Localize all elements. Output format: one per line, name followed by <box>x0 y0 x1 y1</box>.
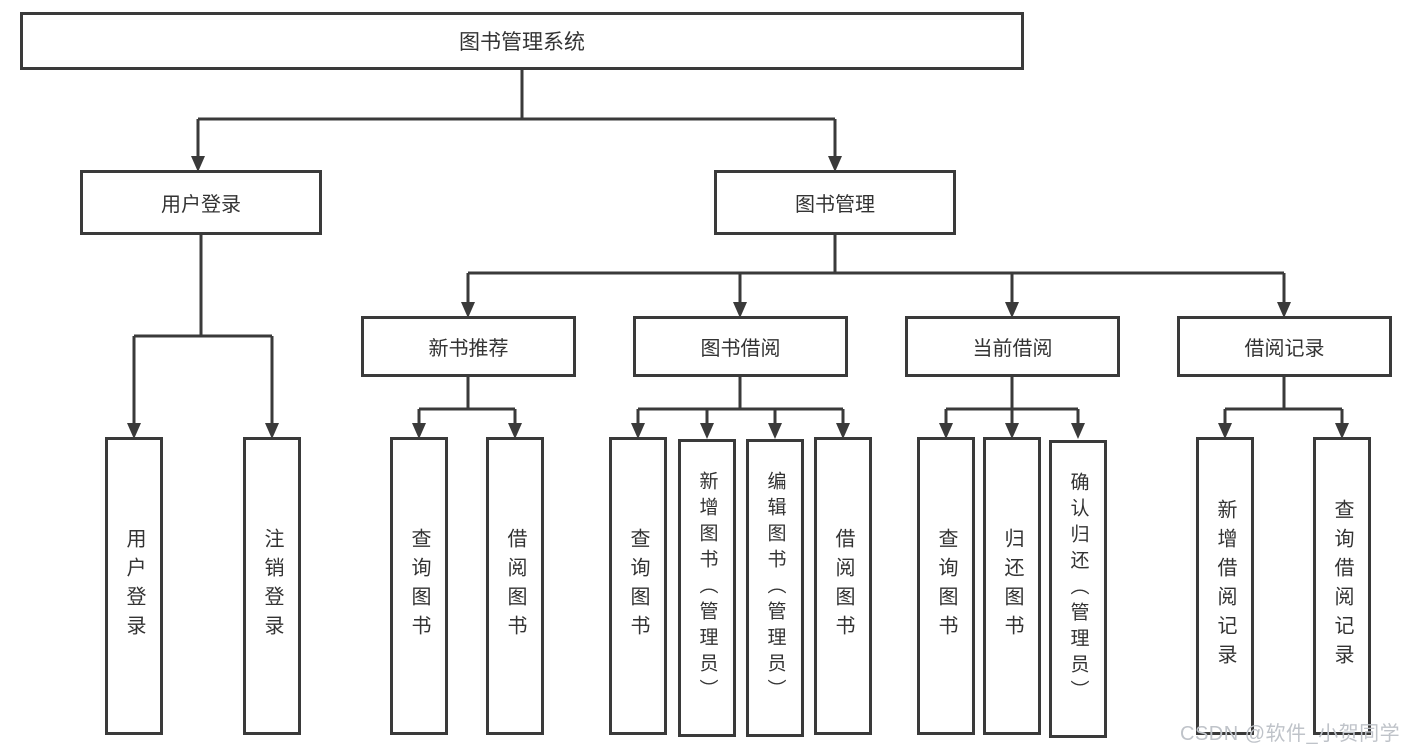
leaf-query-books-borrow: 查询图书 <box>609 437 667 735</box>
csdn-watermark: CSDN @软件_小贺同学 <box>1180 723 1401 745</box>
leaf-query-books-recommend: 查询图书 <box>390 437 448 735</box>
leaf-borrow-books-recommend: 借阅图书 <box>486 437 544 735</box>
leaf-add-books-admin: 新增图书（管理员） <box>678 439 736 737</box>
node-book-borrow: 图书借阅 <box>633 316 848 377</box>
node-user-login: 用户登录 <box>80 170 322 235</box>
leaf-edit-books-admin: 编辑图书（管理员） <box>746 439 804 737</box>
node-new-book-recommend: 新书推荐 <box>361 316 576 377</box>
node-borrow-records: 借阅记录 <box>1177 316 1392 377</box>
leaf-query-books-current: 查询图书 <box>917 437 975 735</box>
node-library-management-system: 图书管理系统 <box>20 12 1024 70</box>
leaf-logout: 注销登录 <box>243 437 301 735</box>
leaf-confirm-return-admin: 确认归还（管理员） <box>1049 440 1107 738</box>
leaf-query-borrow-record: 查询借阅记录 <box>1313 437 1371 735</box>
node-current-borrow: 当前借阅 <box>905 316 1120 377</box>
leaf-return-books: 归还图书 <box>983 437 1041 735</box>
leaf-user-login: 用户登录 <box>105 437 163 735</box>
node-book-management: 图书管理 <box>714 170 956 235</box>
leaf-add-borrow-record: 新增借阅记录 <box>1196 437 1254 735</box>
leaf-borrow-books: 借阅图书 <box>814 437 872 735</box>
